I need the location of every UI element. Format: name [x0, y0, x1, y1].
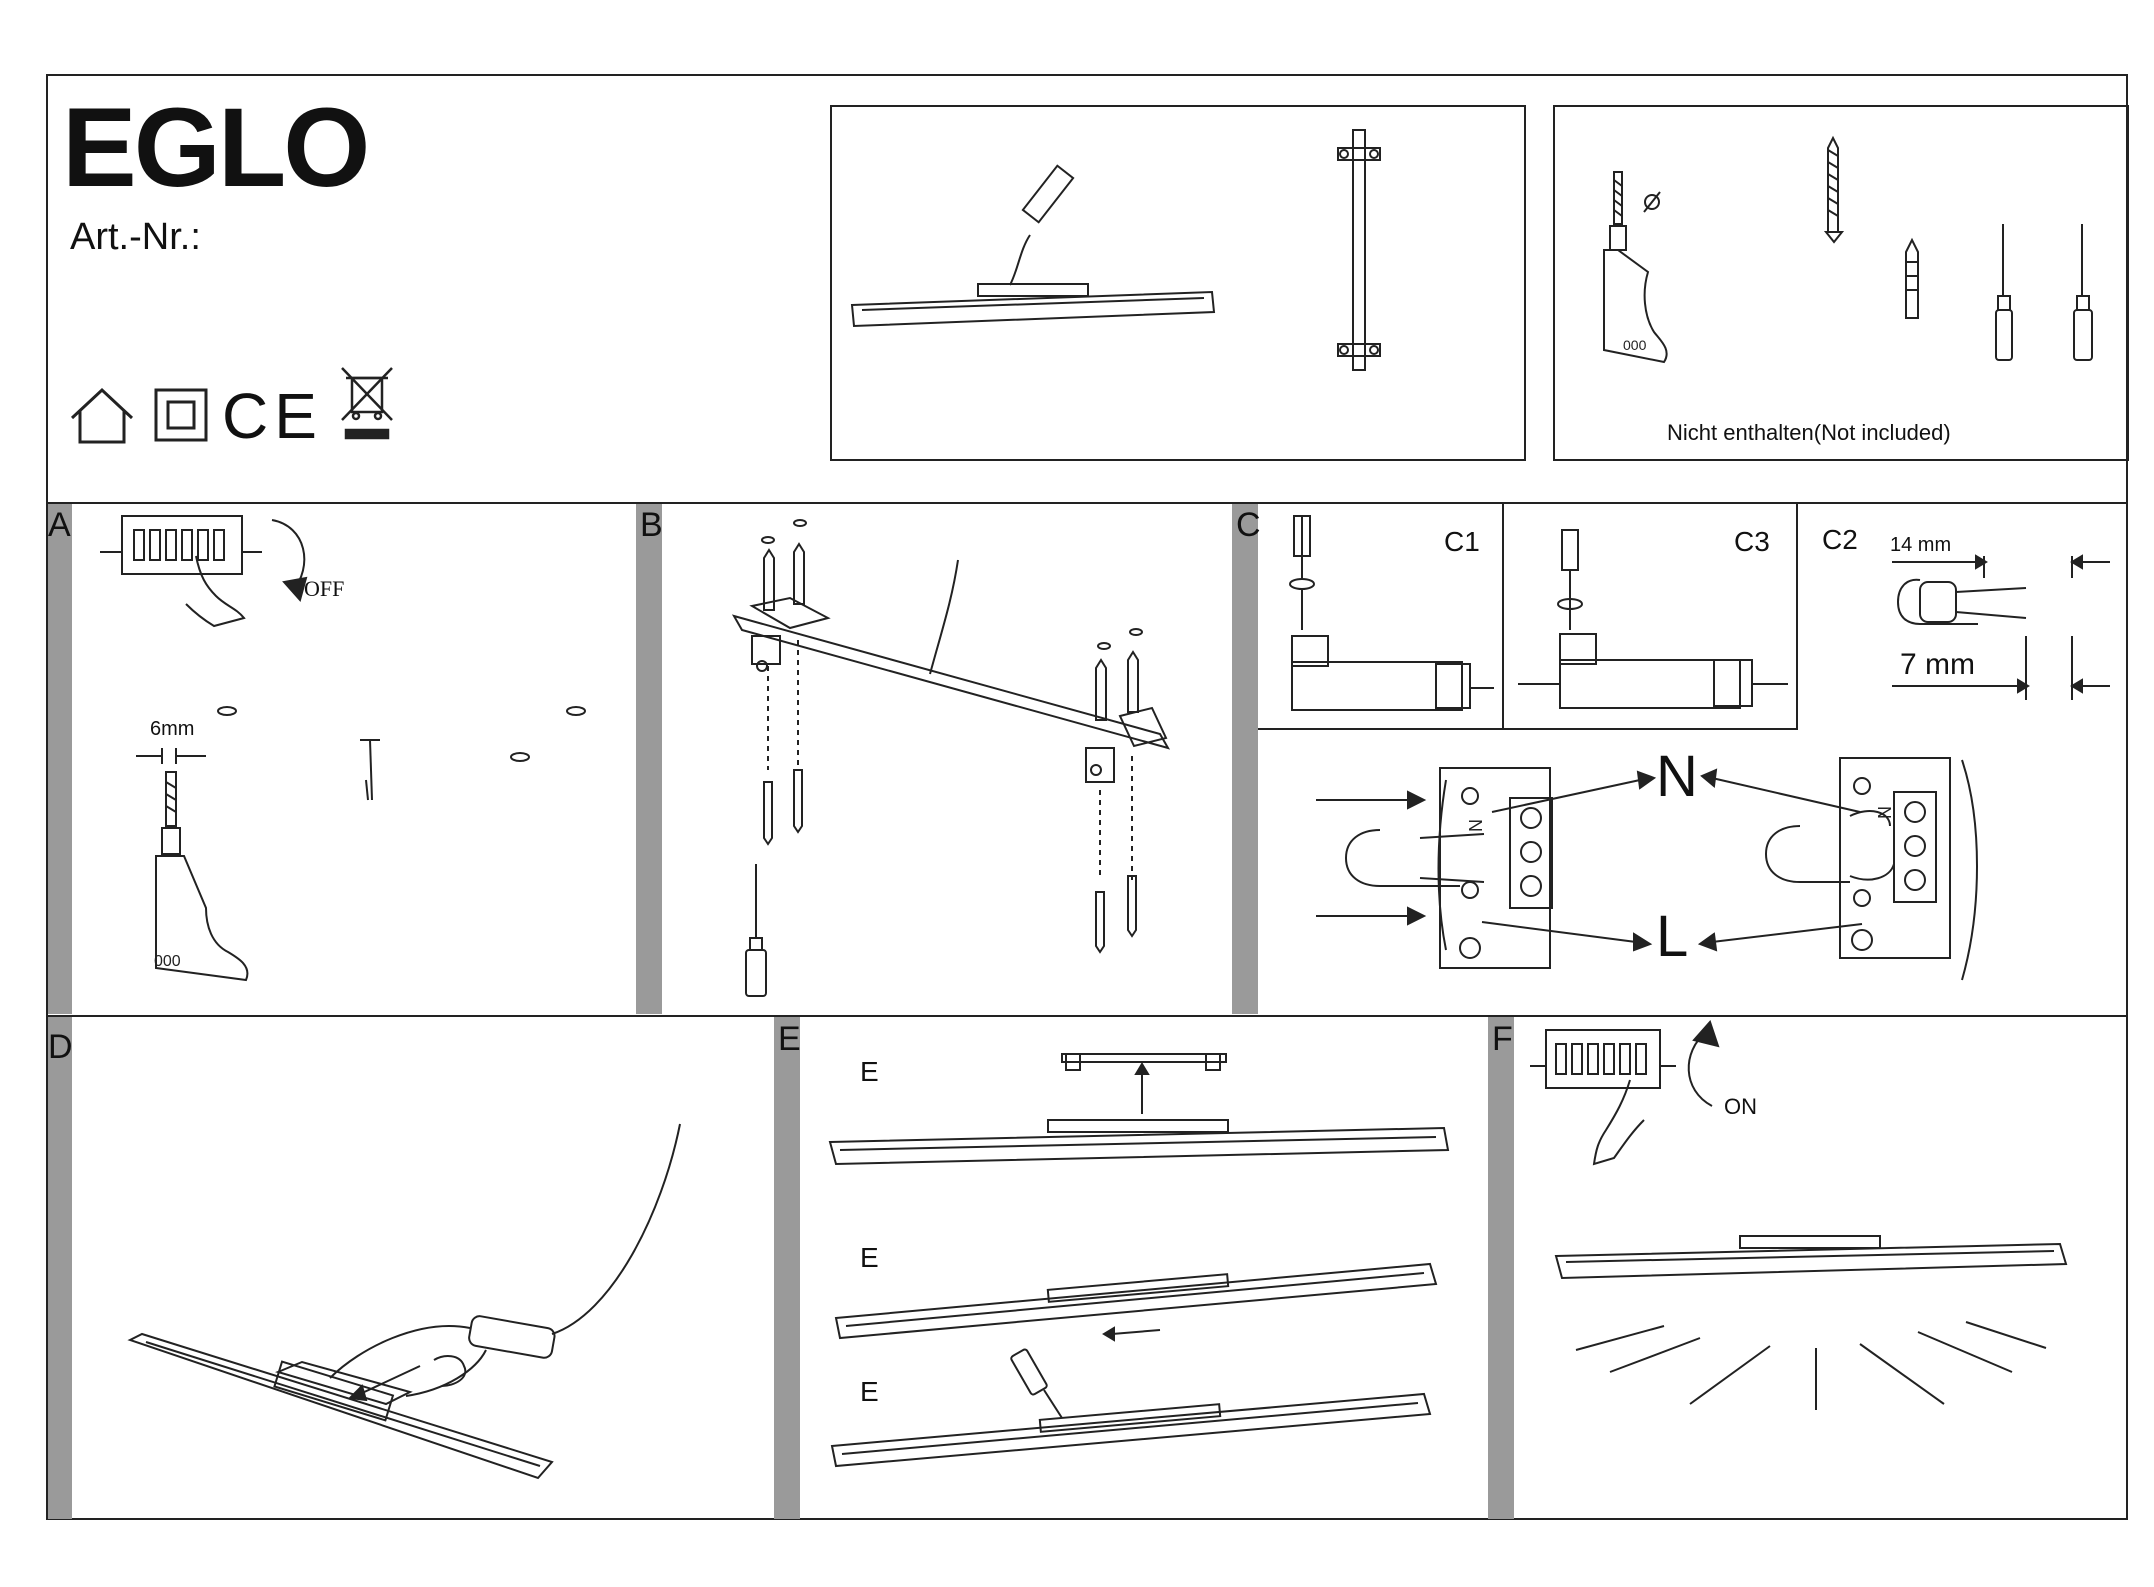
step-a-bar — [48, 504, 72, 1014]
article-number-label: Art.-Nr.: — [70, 218, 201, 256]
header-divider — [46, 502, 2128, 504]
step-c-label: C — [1236, 508, 1261, 542]
strip-length-outer: 14 mm — [1890, 534, 1951, 557]
step-a-label: A — [48, 508, 71, 542]
step-e-divider — [1488, 1017, 1514, 1519]
strip-length-inner: 7 mm — [1900, 648, 1975, 682]
step-c1-border — [1502, 504, 1504, 730]
step-e2-label: E — [860, 1244, 879, 1272]
step-b-label: B — [640, 508, 663, 542]
step-d-label: D — [48, 1030, 73, 1064]
step-c-subdivider — [1258, 728, 1798, 730]
step-e3-label: E — [860, 1378, 879, 1406]
ce-mark-icon: CE — [222, 384, 323, 448]
step-d-bar — [48, 1017, 72, 1519]
not-included-note: Nicht enthalten(Not included) — [1667, 420, 1951, 446]
step-b-divider — [1232, 504, 1258, 1014]
on-label: ON — [1724, 1094, 1757, 1120]
brand-logo: EGLO — [62, 92, 367, 204]
step-e1-label: E — [860, 1058, 879, 1086]
off-label: OFF — [304, 576, 344, 602]
step-c2-label: C2 — [1822, 526, 1858, 554]
step-a-divider — [636, 504, 662, 1014]
step-f-label: F — [1492, 1022, 1513, 1056]
drill-size-label: 6mm — [150, 718, 194, 741]
live-label: L — [1656, 908, 1688, 966]
parts-box — [830, 105, 1526, 461]
step-c1-label: C1 — [1444, 528, 1480, 556]
neutral-label: N — [1656, 748, 1698, 806]
step-e-label: E — [778, 1022, 801, 1056]
step-d-divider — [774, 1017, 800, 1519]
tools-box — [1553, 105, 2129, 461]
step-c3-label: C3 — [1734, 528, 1770, 556]
step-c3-border — [1796, 504, 1798, 730]
row-divider — [46, 1015, 2128, 1017]
